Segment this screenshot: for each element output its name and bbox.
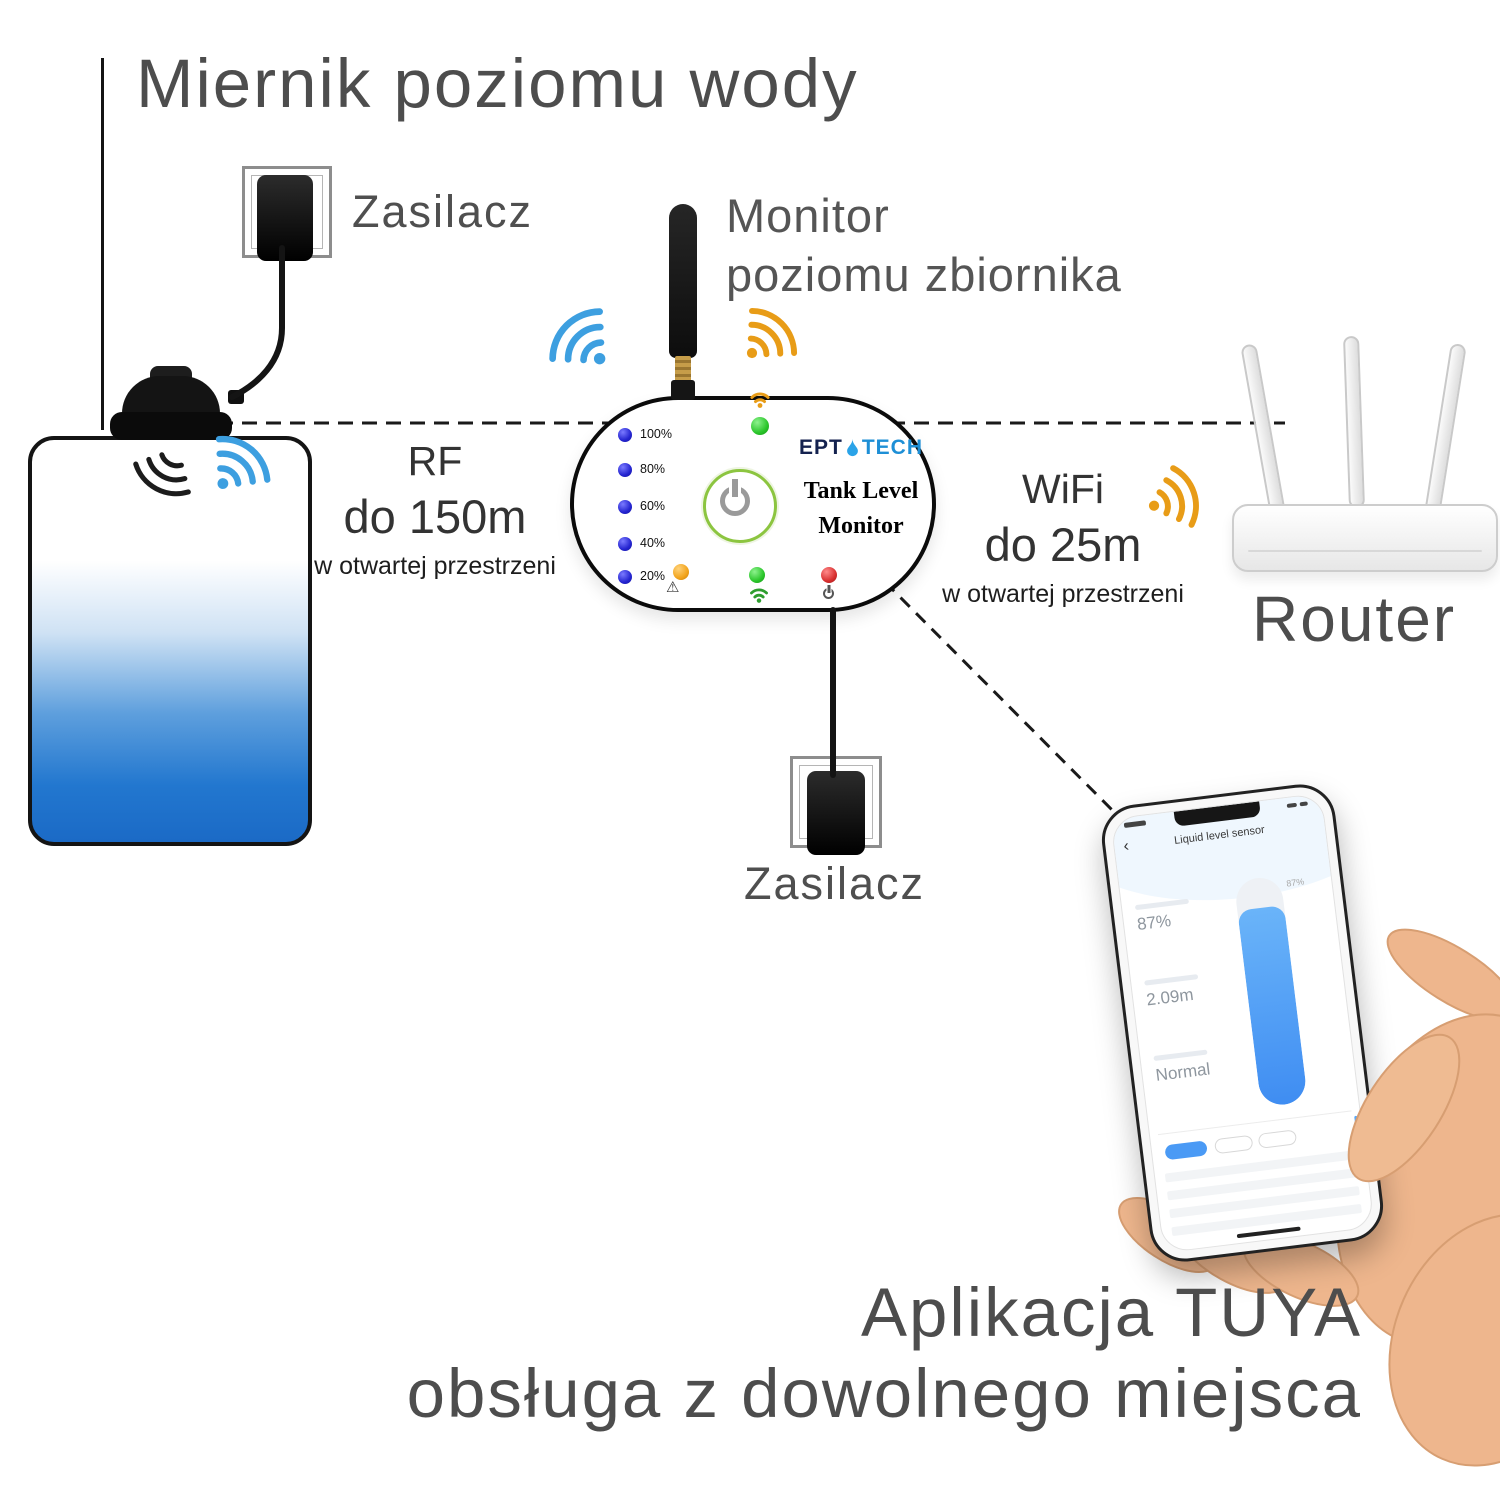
router-antenna (1343, 335, 1365, 509)
liquid-status-value: Normal (1154, 1059, 1212, 1085)
monitor-rf-waves-blue-icon (549, 308, 606, 365)
wall-outlet-top (242, 166, 332, 261)
liquid-depth-value: 2.09m (1145, 984, 1195, 1010)
rf-note: w otwartej przestrzeni (314, 552, 556, 580)
level-label-100: 100% (640, 427, 672, 441)
antenna-connector (675, 356, 691, 382)
wifi-name: WiFi (1022, 466, 1104, 512)
brand-tech: TECH (861, 436, 924, 459)
water-drop-icon (846, 439, 858, 457)
monitor-wifi-waves-orange-icon (746, 307, 798, 359)
monitor-title: Monitor poziomu zbiornika (726, 186, 1122, 304)
wifi-link-label: WiFi do 25m w otwartej przestrzeni (928, 466, 1198, 609)
router-label: Router (1252, 583, 1457, 655)
signal-led-top (751, 417, 769, 435)
device-title: Tank Level Monitor (786, 474, 936, 544)
tank-sensor-cable-port (228, 390, 244, 404)
antenna-nut (671, 380, 695, 400)
warning-icon: ⚠ (666, 579, 680, 596)
gauge-percent-label: 87% (1285, 876, 1305, 889)
led-80 (618, 463, 632, 477)
power-icon (720, 486, 750, 516)
alarm-led (673, 564, 689, 580)
smartphone: ‹ Liquid level sensor 87% 2.09m Normal 8… (1097, 780, 1388, 1266)
power-adapter-icon (257, 175, 313, 261)
title-rule (101, 58, 104, 430)
led-60 (618, 500, 632, 514)
level-label-20: 20% (640, 569, 666, 583)
field-label-bar (1153, 1049, 1208, 1062)
router-antenna (1240, 343, 1286, 516)
field-label-bar (1144, 974, 1199, 986)
tank-level-monitor: 100% 80% 60% 40% 20% ⚠ EPT TECH Tank Lev… (570, 204, 936, 612)
home-indicator (1236, 1226, 1301, 1239)
brand-logo: EPT TECH (799, 436, 923, 460)
psu-bottom-label: Zasilacz (744, 858, 926, 909)
caption-line1: Aplikacja TUYA (861, 1274, 1362, 1351)
led-40 (618, 537, 632, 551)
level-label-60: 60% (640, 499, 666, 513)
wifi-note: w otwartej przestrzeni (942, 580, 1184, 608)
rf-link-label: RF do 150m w otwartej przestrzeni (295, 438, 575, 581)
index-finger (1386, 928, 1500, 1022)
bottom-caption: Aplikacja TUYA obsługa z dowolnego miejs… (407, 1272, 1362, 1435)
wifi-range: do 25m (984, 518, 1142, 571)
power-status-icon (823, 588, 834, 599)
tank-gauge (1233, 875, 1309, 1108)
field-label-bar (1134, 898, 1190, 911)
wifi-status-led (749, 567, 765, 583)
phone-screen: ‹ Liquid level sensor 87% 2.09m Normal 8… (1110, 792, 1375, 1254)
psu-top-label: Zasilacz (352, 186, 534, 237)
router-device (1232, 504, 1498, 572)
water-tank (28, 436, 312, 846)
segment-pill (1257, 1129, 1298, 1149)
wifi-to-phone-dashed-line (883, 580, 1142, 840)
device-title-line1: Tank Level (803, 478, 919, 504)
caption-line2: obsługa z dowolnego miejsca (406, 1355, 1362, 1433)
page-title: Miernik poziomu wody (136, 45, 859, 122)
rf-range: do 150m (343, 490, 527, 543)
scrollbar (1354, 1115, 1363, 1162)
power-status-led (821, 567, 837, 583)
led-20 (618, 570, 632, 584)
level-label-80: 80% (640, 462, 666, 476)
segment-pill (1213, 1134, 1254, 1155)
segment-pill-active (1164, 1140, 1208, 1161)
device-title-line2: Monitor (818, 513, 904, 539)
level-label-40: 40% (640, 536, 666, 550)
divider (1157, 1110, 1352, 1136)
led-100 (618, 428, 632, 442)
rf-antenna-icon (669, 204, 697, 358)
power-adapter-icon (807, 771, 865, 855)
monitor-title-line1: Monitor (726, 189, 890, 242)
liquid-percent-value: 87% (1136, 911, 1173, 935)
tank-gauge-fill (1237, 904, 1309, 1108)
tank-sensor-base (110, 412, 232, 440)
brand-ept: EPT (799, 436, 843, 459)
rf-name: RF (407, 438, 463, 484)
monitor-title-line2: poziomu zbiornika (726, 248, 1122, 302)
wall-outlet-bottom (790, 756, 882, 855)
sensor-power-cable (229, 245, 285, 400)
router-antenna (1424, 342, 1467, 516)
power-button (703, 469, 777, 543)
